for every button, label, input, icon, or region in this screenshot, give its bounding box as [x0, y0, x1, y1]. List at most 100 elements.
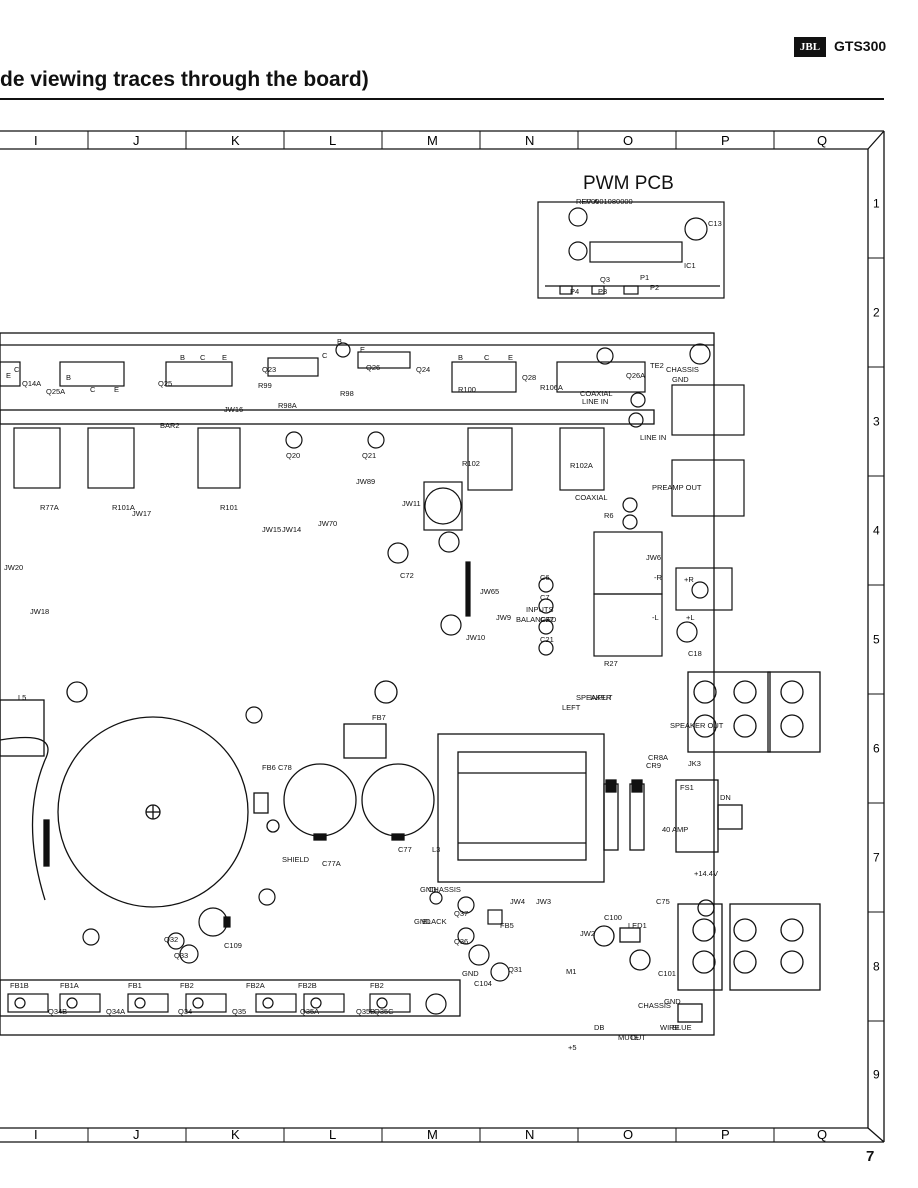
q21-transistor [367, 431, 385, 449]
board-label-125: DB [594, 1023, 604, 1032]
board-label-18: Q26 [366, 363, 380, 372]
ic1-outline [589, 241, 683, 263]
board-label-71: LEFT [562, 703, 581, 712]
t1-winding-arc [0, 736, 49, 901]
board-label-113: FB2A [246, 981, 265, 990]
board-label-61: +L [686, 613, 695, 622]
board-label-103: JW3 [536, 897, 551, 906]
cr8a [603, 783, 619, 851]
board-label-41: R101 [220, 503, 238, 512]
board-label-3: Q25A [46, 387, 65, 396]
speaker-out-block [687, 671, 771, 753]
board-label-93: SHIELD [282, 855, 310, 864]
circle-3 [258, 888, 276, 906]
q28-outline [451, 361, 517, 393]
board-label-109: FB1B [10, 981, 29, 990]
board-label-19: Q24 [416, 365, 430, 374]
c77a-capacitor [283, 763, 357, 837]
board-label-88: FB7 [372, 713, 386, 722]
jk2-speaker-in [675, 567, 733, 611]
board-label-90: C78 [278, 763, 292, 772]
board-label-122: Q35C [374, 1007, 394, 1016]
board-label-68: JW20 [4, 563, 23, 572]
fb6-outline [253, 792, 269, 814]
speaker-out-block-right [767, 671, 821, 753]
board-label-60: -R [654, 573, 662, 582]
r101-outline [197, 427, 241, 489]
column-label-P: P [721, 133, 730, 148]
row-ticks [868, 257, 884, 1022]
c100-capacitor [593, 925, 615, 947]
column-label-K: K [231, 133, 240, 148]
power-terminal-right [729, 903, 821, 991]
column-label-J: J [133, 133, 140, 148]
board-label-25: R106A [540, 383, 563, 392]
header-rule [0, 98, 884, 100]
column-label-bottom-N: N [525, 1127, 534, 1142]
t1-core [57, 716, 249, 908]
c21-capacitor [538, 640, 554, 656]
board-label-14: R98 [340, 389, 354, 398]
board-label-114: FB2B [298, 981, 317, 990]
board-label-22: C [484, 353, 490, 362]
board-label-43: JW14 [282, 525, 301, 534]
board-label-119: Q35 [232, 1007, 246, 1016]
q25a-outline [59, 361, 125, 387]
column-label-bottom-L: L [329, 1127, 336, 1142]
column-label-bottom-O: O [623, 1127, 633, 1142]
board-label-110: FB1A [60, 981, 79, 990]
column-label-Q: Q [817, 133, 827, 148]
board-label-13: R98A [278, 401, 297, 410]
l3-module [437, 733, 605, 883]
board-label-44: JW70 [318, 519, 337, 528]
led1 [619, 927, 641, 943]
board-label-85: C101 [658, 969, 676, 978]
board-label-62: -L [652, 613, 659, 622]
q36-transistor [457, 927, 475, 945]
board-label-102: JW4 [510, 897, 525, 906]
grid-frame [0, 130, 885, 1143]
board-label-31: BAR2 [160, 421, 180, 430]
board-label-140: P4 [570, 287, 579, 296]
board-label-51: BALANCED [516, 615, 557, 624]
board-label-45: COAXIAL [580, 389, 613, 398]
board-label-112: FB2 [180, 981, 194, 990]
pwm-pcb: PWM PCB [537, 173, 725, 299]
row-label-3: 3 [873, 415, 880, 429]
board-label-8: B [180, 353, 185, 362]
jk1-line-in [671, 384, 745, 436]
board-label-126: MUTE [618, 1033, 639, 1042]
board-label-33: Q21 [362, 451, 376, 460]
column-label-I: I [34, 133, 38, 148]
board-label-28: CHASSIS [666, 365, 699, 374]
power-terminal-left [677, 903, 723, 991]
board-label-97: GND [414, 917, 431, 926]
row-label-7: 7 [873, 851, 880, 865]
row-label-4: 4 [873, 524, 880, 538]
fet-2 [59, 993, 101, 1013]
board-label-136: Q3 [600, 275, 610, 284]
board-label-77: 40 AMP [662, 825, 688, 834]
line-in-right-jack [628, 412, 644, 428]
row-label-2: 2 [873, 306, 880, 320]
board-label-124: +5 [568, 1043, 577, 1052]
main-board [0, 332, 715, 1036]
board-label-74: SPEAKER OUT [670, 721, 724, 730]
shield-pad [266, 819, 280, 833]
board-label-116: Q34B [48, 1007, 67, 1016]
input-jacks [593, 384, 745, 657]
fet-row [7, 993, 411, 1013]
r102-outline [467, 427, 513, 491]
board-label-91: C77A [322, 859, 341, 868]
q14a-outline [0, 361, 21, 387]
c109-capacitor [198, 907, 228, 937]
board-label-73: INPUT [590, 693, 613, 702]
board-label-78: DN [720, 793, 731, 802]
board-label-127: OUT [630, 1033, 646, 1042]
jw11-coil [423, 481, 463, 531]
board-label-42: JW15 [262, 525, 281, 534]
bar-strip [0, 409, 655, 425]
